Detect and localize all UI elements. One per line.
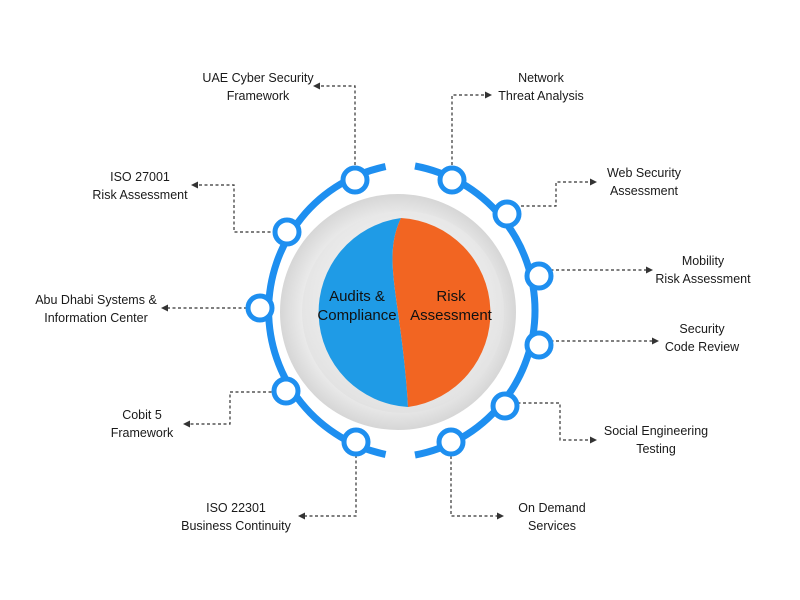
connector-uae [320,85,356,165]
node-iso22301 [341,427,371,457]
arrowhead [161,304,168,312]
node-network [437,165,467,195]
label-iso27001-line1: ISO 27001 [110,170,170,184]
node-abu-dhabi [245,293,275,323]
connector-social [512,402,590,441]
label-web-line2: Assessment [610,184,679,198]
arrowhead [183,420,190,428]
node-code-review [524,330,554,360]
arrowhead [652,337,659,345]
left-labels: UAE Cyber Security Framework ISO 27001 R… [35,71,314,533]
connector-cobit [190,391,277,425]
right-labels: Network Threat Analysis Web Security Ass… [498,71,751,533]
audits-line2: Compliance [317,307,396,324]
connector-network [451,94,485,165]
connector-iso22301 [305,455,357,517]
center-circle [318,218,491,407]
label-mobility-line1: Mobility [682,254,725,268]
node-cobit [271,376,301,406]
label-iso27001-line2: Risk Assessment [92,188,188,202]
label-uae-line1: UAE Cyber Security [202,71,314,85]
label-cobit-line2: Framework [111,426,174,440]
ring-arc-right [414,162,539,459]
arrowhead [497,512,504,520]
arrowhead [646,266,653,274]
node-uae [340,165,370,195]
label-social-line2: Testing [636,442,676,456]
label-abu-dhabi-line2: Information Center [44,311,148,325]
arrowhead [590,436,597,444]
arrowhead [485,91,492,99]
label-abu-dhabi-line1: Abu Dhabi Systems & [35,293,157,307]
arrowhead [191,181,198,189]
label-on-demand-line2: Services [528,519,576,533]
ring-nodes [245,165,554,457]
risk-line2: Assessment [410,307,493,324]
node-iso27001 [272,217,302,247]
label-network-line2: Threat Analysis [498,89,583,103]
label-network-line1: Network [518,71,565,85]
arrowhead [590,178,597,186]
label-code-review-line2: Code Review [665,340,740,354]
node-mobility [524,261,554,291]
audits-compliance-half [318,218,408,407]
arrowhead [298,512,305,520]
risk-line1: Risk [436,288,466,305]
audits-line1: Audits & [329,288,385,305]
label-uae-line2: Framework [227,89,290,103]
label-social-line1: Social Engineering [604,424,708,438]
node-web [492,199,522,229]
risk-assessment-half [392,218,491,407]
arrowhead [313,82,320,90]
label-iso22301-line2: Business Continuity [181,519,292,533]
connector-web [510,181,590,207]
label-on-demand-line1: On Demand [518,501,585,515]
connectors [168,85,652,517]
node-social [490,391,520,421]
arrowheads [161,82,659,520]
node-on-demand [436,427,466,457]
connector-iso27001 [198,184,287,233]
label-cobit-line1: Cobit 5 [122,408,162,422]
label-web-line1: Web Security [607,166,682,180]
label-code-review-line1: Security [679,322,725,336]
connector-on-demand [450,456,497,517]
label-mobility-line2: Risk Assessment [655,272,751,286]
label-iso22301-line1: ISO 22301 [206,501,266,515]
